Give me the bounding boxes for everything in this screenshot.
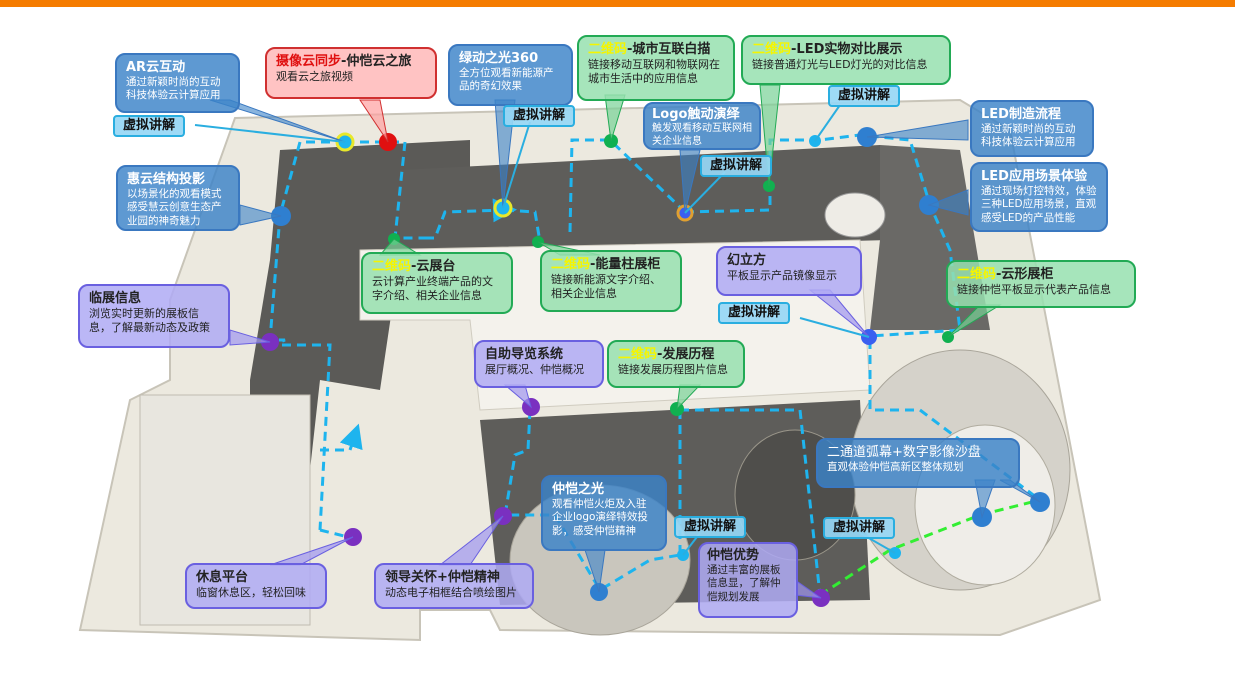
callout-title-highlight: 二维码 — [957, 267, 997, 282]
callout-qr-history: 二维码-发展历程 链接发展历程图片信息 — [607, 340, 745, 388]
callout-ar-cloud: AR云互动 通过新颖时尚的互动科技体验云计算应用 — [115, 53, 240, 113]
virtual-guide-button-green-light[interactable]: 虚拟讲解 — [503, 105, 576, 128]
callout-desc: 链接新能源文字介绍、相关企业信息 — [551, 273, 661, 300]
virtual-guide-button-magic-cube[interactable]: 虚拟讲解 — [718, 302, 791, 325]
callout-desc: 以场景化的观看模式感受慧云创意生态产业园的神奇魅力 — [127, 188, 222, 227]
callout-desc: 观看仲恺火炬及入驻企业logo演绎特效投影，感受仲恺精神 — [552, 498, 648, 537]
callout-leader-care: 领导关怀+仲恺精神 动态电子相框结合喷绘图片 — [374, 563, 534, 609]
callout-title-highlight: 二维码 — [551, 257, 591, 272]
callout-title: LED制造流程 — [981, 107, 1061, 122]
virtual-guide-label: 虚拟讲解 — [728, 305, 781, 320]
virtual-guide-label: 虚拟讲解 — [513, 108, 566, 123]
callout-logo-touch: Logo触动演绎 触发观看移动互联网相关企业信息 — [643, 102, 761, 150]
virtual-guide-button-sandtable[interactable]: 虚拟讲解 — [823, 517, 896, 540]
callout-desc: 链接移动互联网和物联网在城市生活中的应用信息 — [588, 58, 720, 85]
callout-qr-energy: 二维码-能量柱展柜 链接新能源文字介绍、相关企业信息 — [540, 250, 682, 312]
virtual-guide-label: 虚拟讲解 — [123, 118, 176, 133]
callout-title: -云形展柜 — [996, 267, 1054, 282]
callout-title: 临展信息 — [89, 291, 142, 306]
callout-temp-exhibit: 临展信息 浏览实时更新的展板信息，了解最新动态及政策 — [78, 284, 230, 348]
callout-title: 绿动之光360 — [459, 51, 539, 66]
callout-title: -能量柱展柜 — [590, 257, 661, 272]
callout-title: -云展台 — [411, 259, 456, 274]
callout-magic-cube: 幻立方 平板显示产品镜像显示 — [716, 246, 862, 296]
callout-title: 仲恺优势 — [707, 548, 760, 563]
callout-title: LED应用场景体验 — [981, 169, 1087, 184]
callout-title: AR云互动 — [126, 60, 186, 75]
callout-title-highlight: 二维码 — [372, 259, 412, 274]
callout-title: 仲恺之光 — [552, 482, 605, 497]
callout-dual-channel: 二通道弧幕+数字影像沙盘 直观体验仲恺高新区整体规划 — [816, 438, 1020, 488]
callout-desc: 通过新颖时尚的互动科技体验云计算应用 — [981, 123, 1076, 149]
callout-desc: 通过新颖时尚的互动科技体验云计算应用 — [126, 76, 221, 102]
callout-desc: 平板显示产品镜像显示 — [727, 269, 837, 283]
callout-title-highlight: 二维码 — [588, 42, 628, 57]
callout-title-highlight: 摄像云同步 — [276, 54, 342, 69]
callout-hui-cloud: 惠云结构投影 以场景化的观看模式感受慧云创意生态产业园的神奇魅力 — [116, 165, 240, 231]
callout-title: 自助导览系统 — [485, 347, 564, 362]
callout-rest-platform: 休息平台 临窗休息区，轻松回味 — [185, 563, 327, 609]
callout-qr-cloud-cabinet: 二维码-云形展柜 链接仲恺平板显示代表产品信息 — [946, 260, 1136, 308]
callout-desc: 全方位观看新能源产品的奇幻效果 — [459, 67, 554, 93]
callout-title: 二通道弧幕+数字影像沙盘 — [827, 445, 981, 460]
virtual-guide-button-ar[interactable]: 虚拟讲解 — [113, 115, 186, 138]
virtual-guide-label: 虚拟讲解 — [833, 520, 886, 535]
callout-desc: 链接仲恺平板显示代表产品信息 — [957, 283, 1111, 297]
callout-desc: 临窗休息区，轻松回味 — [196, 586, 306, 600]
top-accent-bar — [0, 0, 1235, 7]
callout-title: 领导关怀+仲恺精神 — [385, 570, 500, 585]
callout-zhongkai-light: 仲恺之光 观看仲恺火炬及入驻企业logo演绎特效投影，感受仲恺精神 — [541, 475, 667, 551]
callout-title: -城市互联白描 — [627, 42, 711, 57]
callout-desc: 触发观看移动互联网相关企业信息 — [652, 123, 752, 147]
callout-led-process: LED制造流程 通过新颖时尚的互动科技体验云计算应用 — [970, 100, 1094, 157]
virtual-guide-button-led-compare[interactable]: 虚拟讲解 — [828, 85, 901, 108]
callout-title: 休息平台 — [196, 570, 249, 585]
callout-green-light: 绿动之光360 全方位观看新能源产品的奇幻效果 — [448, 44, 573, 106]
virtual-guide-label: 虚拟讲解 — [838, 88, 891, 103]
disc-led — [824, 192, 886, 238]
callout-desc: 浏览实时更新的展板信息，了解最新动态及政策 — [89, 307, 210, 334]
callout-desc: 通过丰富的展板信息显，了解仲恺规划发展 — [707, 564, 781, 603]
sandtable-route — [819, 498, 1041, 597]
callout-qr-led-compare: 二维码-LED实物对比展示 链接普通灯光与LED灯光的对比信息 — [741, 35, 951, 85]
callout-title-highlight: 二维码 — [618, 347, 658, 362]
callout-self-guide: 自助导览系统 展厅概况、仲恺概况 — [474, 340, 604, 388]
callout-title: -发展历程 — [657, 347, 715, 362]
callout-desc: 动态电子相框结合喷绘图片 — [385, 586, 517, 600]
callout-camera-cloud: 摄像云同步-仲恺云之旅 观看云之旅视频 — [265, 47, 437, 99]
callout-desc: 观看云之旅视频 — [276, 70, 353, 84]
callout-zhongkai-advantage: 仲恺优势 通过丰富的展板信息显，了解仲恺规划发展 — [698, 542, 798, 618]
callout-title: -LED实物对比展示 — [791, 42, 903, 57]
callout-desc: 云计算产业终端产品的文字介绍、相关企业信息 — [372, 275, 493, 302]
callout-desc: 通过现场灯控特效，体验三种LED应用场景，直观感受LED的产品性能 — [981, 185, 1097, 224]
callout-title: Logo触动演绎 — [652, 107, 740, 122]
virtual-guide-label: 虚拟讲解 — [710, 158, 763, 173]
callout-desc: 直观体验仲恺高新区整体规划 — [827, 461, 964, 474]
callout-title: 惠云结构投影 — [127, 172, 206, 187]
callout-desc: 链接发展历程图片信息 — [618, 363, 728, 377]
callout-title: 幻立方 — [727, 253, 767, 268]
callout-led-scene: LED应用场景体验 通过现场灯控特效，体验三种LED应用场景，直观感受LED的产… — [970, 162, 1108, 232]
callout-title: -仲恺云之旅 — [341, 54, 412, 69]
callout-qr-city: 二维码-城市互联白描 链接移动互联网和物联网在城市生活中的应用信息 — [577, 35, 735, 101]
virtual-guide-button-zhongkai-light[interactable]: 虚拟讲解 — [674, 516, 747, 539]
callout-desc: 链接普通灯光与LED灯光的对比信息 — [752, 58, 928, 72]
callout-title-highlight: 二维码 — [752, 42, 792, 57]
virtual-guide-label: 虚拟讲解 — [684, 519, 737, 534]
callout-desc: 展厅概况、仲恺概况 — [485, 363, 584, 377]
virtual-guide-button-logo[interactable]: 虚拟讲解 — [700, 155, 773, 178]
callout-qr-cloud-stand: 二维码-云展台 云计算产业终端产品的文字介绍、相关企业信息 — [361, 252, 513, 314]
